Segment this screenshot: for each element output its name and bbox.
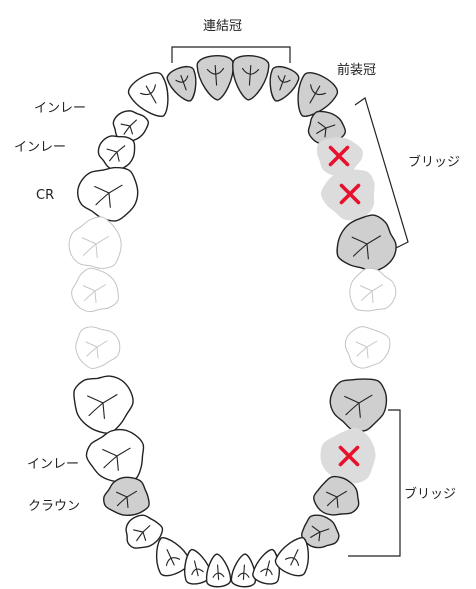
tooth-upper-incisor-left-1 — [196, 55, 234, 101]
tooth-upper-molar-left-2 — [68, 216, 122, 269]
tooth-upper-premolar-left-2 — [97, 135, 136, 172]
upper-bridge-label: ブリッジ — [408, 154, 460, 170]
tooth-upper-incisor-right-2 — [269, 65, 300, 102]
tooth-lower-molar-left-3 — [75, 326, 121, 369]
tooth-lower-premolar-left-1 — [125, 514, 164, 549]
linked-crown-label: 連結冠 — [203, 19, 242, 34]
tooth-lower-incisor-left-2 — [184, 548, 212, 585]
upper-bridge-bracket — [354, 97, 409, 249]
tooth-lower-molar-right-3 — [344, 326, 391, 369]
x-mark-tooth-upper-molar-right-1 — [339, 183, 361, 205]
tooth-upper-incisor-right-1 — [232, 55, 270, 101]
tooth-lower-molar-right-1 — [320, 427, 376, 484]
tooth-upper-incisor-left-2 — [166, 65, 197, 102]
teeth — [68, 55, 397, 588]
tooth-lower-canine-left — [155, 537, 190, 577]
x-mark-tooth-upper-premolar-right-2 — [328, 145, 350, 167]
tooth-upper-molar-left-3 — [71, 267, 119, 313]
tooth-lower-molar-left-2 — [73, 375, 134, 434]
cr-label: CR — [36, 188, 54, 203]
tooth-lower-premolar-right-1 — [300, 514, 340, 549]
tooth-upper-molar-right-3 — [349, 267, 397, 312]
tooth-lower-molar-left-1 — [85, 428, 145, 483]
inlay-upper-label-1: インレー — [34, 101, 86, 116]
tooth-upper-molar-right-1 — [320, 169, 375, 221]
linked-crown-bracket — [171, 46, 291, 63]
tooth-lower-canine-right — [275, 537, 310, 577]
tooth-lower-molar-right-2 — [329, 378, 388, 432]
tooth-upper-molar-left-1 — [76, 166, 139, 222]
tooth-lower-premolar-right-2 — [313, 475, 360, 516]
lower-crown-label: クラウン — [28, 499, 80, 514]
front-cast-crown-label: 前装冠 — [337, 62, 376, 78]
tooth-lower-incisor-left-1 — [205, 553, 232, 588]
x-mark-tooth-lower-molar-right-1 — [338, 445, 360, 467]
tooth-upper-premolar-right-2 — [316, 137, 363, 177]
tooth-upper-canine-left — [128, 72, 169, 117]
inlay-upper-label-2: インレー — [14, 140, 66, 155]
lower-bridge-bracket — [348, 409, 401, 557]
lower-bridge-label: ブリッジ — [404, 486, 456, 502]
tooth-lower-premolar-left-2 — [103, 476, 150, 516]
tooth-lower-incisor-right-1 — [230, 553, 257, 588]
tooth-upper-molar-right-2 — [336, 214, 397, 272]
lower-inlay-label: インレー — [27, 457, 79, 472]
tooth-upper-premolar-left-1 — [112, 110, 150, 143]
